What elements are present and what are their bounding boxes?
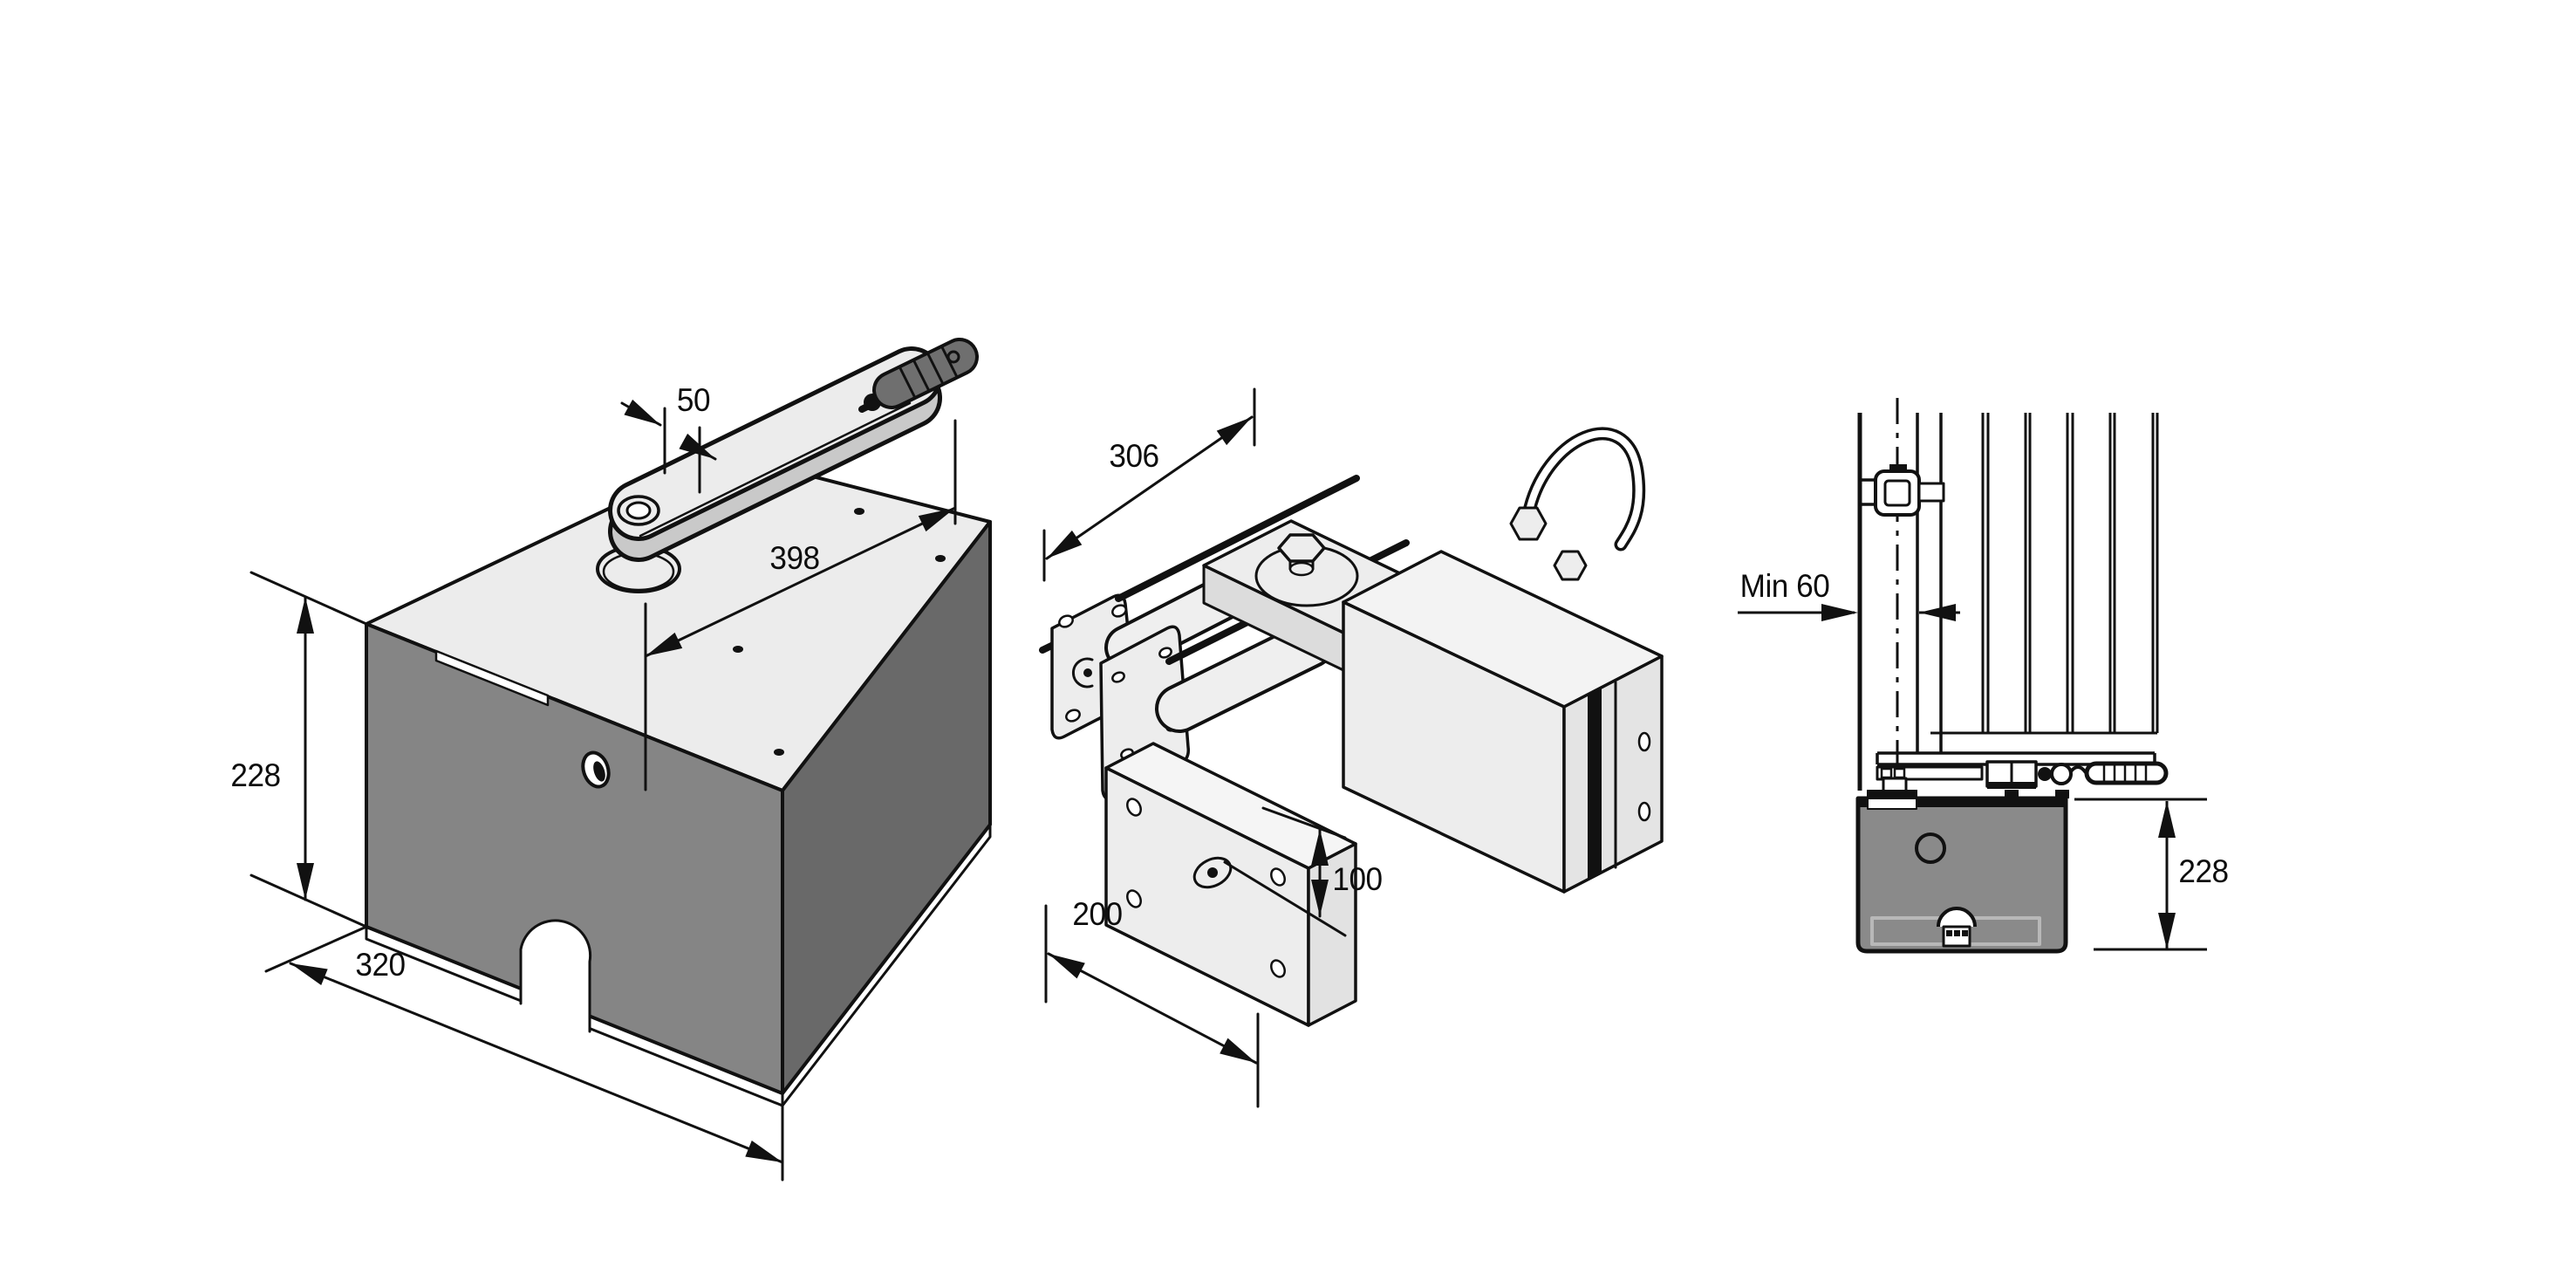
cap-bolt-hole — [1111, 671, 1125, 683]
cap-clip-detail — [1072, 657, 1094, 689]
lever-pivot-ring — [2050, 763, 2073, 785]
box-cable-hole-shadow — [593, 761, 605, 782]
cable-gland-nut — [1553, 550, 1588, 581]
box-front-slit — [434, 649, 550, 707]
screw-dot — [935, 555, 946, 562]
mount-center-pin — [1207, 867, 1218, 878]
dim-label-arm-width: 50 — [676, 382, 711, 418]
motor-band — [1588, 689, 1602, 880]
cable-outline — [1521, 427, 1646, 552]
release-handle-hole — [946, 350, 960, 364]
installation-dimension-arrows — [1821, 604, 2176, 949]
lever-pivot-pin — [2038, 767, 2052, 781]
cap-pin — [1083, 668, 1092, 677]
mount-hole — [1126, 798, 1142, 817]
foundation-box-dimension-arrows — [290, 399, 955, 1162]
dim-label-top-diagonal: 398 — [769, 540, 820, 576]
cap-bolt-hole — [1065, 709, 1081, 723]
box-bottom-notch — [519, 919, 592, 1033]
dim-label-min-clearance: Min 60 — [1739, 568, 1830, 604]
drain-grill — [1946, 930, 1952, 936]
screw-dot — [774, 749, 784, 756]
drive-unit-dimension-arrows — [1047, 417, 1329, 1063]
box-top-stud — [2005, 790, 2019, 798]
release-lever-serrations — [2102, 765, 2148, 781]
dim-label-pivot-height: 100 — [1332, 861, 1383, 897]
mount-hole — [1126, 889, 1142, 908]
drain-dome — [1937, 907, 1977, 928]
mount-hole — [1270, 959, 1286, 978]
drain-grill — [1962, 930, 1968, 936]
motor-bolt-hole — [1637, 801, 1651, 822]
motor-bolt-hole — [1637, 731, 1651, 752]
tie-rod-upper — [1115, 475, 1360, 602]
figure-installation-view — [1738, 398, 2207, 954]
hinge-bolt — [1917, 482, 1945, 503]
drain-grill — [1954, 930, 1960, 936]
bracket-bolt — [1880, 767, 1893, 779]
buried-box-hole — [1915, 832, 1946, 864]
cap-bolt-hole — [1111, 604, 1127, 618]
dim-label-unit-depth: 200 — [1072, 896, 1123, 932]
figure-drive-unit — [1039, 387, 1664, 1108]
cable-gland-nut — [1509, 506, 1548, 541]
gate-bars — [1981, 413, 2159, 733]
screw-dot — [733, 646, 743, 653]
output-shaft-base — [1288, 561, 1315, 577]
arm-seam-line — [639, 401, 912, 538]
hinge-pin-block — [1883, 479, 1911, 507]
lock-block-base — [1987, 782, 2036, 789]
dim-label-box-height: 228 — [230, 757, 281, 793]
dim-label-install-height: 228 — [2178, 853, 2229, 889]
screw-dot — [854, 508, 864, 515]
cap-bolt-hole — [1158, 647, 1172, 659]
buried-foundation-box — [1855, 796, 2068, 954]
cylinder-sleeve — [1158, 623, 1331, 730]
release-handle-serrations — [899, 345, 958, 399]
cable — [1525, 430, 1643, 548]
bracket-bolt — [1893, 767, 1906, 779]
buried-box-flange-slot — [1867, 798, 1917, 810]
hinge-cap — [1889, 464, 1907, 473]
mount-hole — [1270, 867, 1286, 887]
dim-label-front-width: 320 — [355, 947, 406, 983]
cap-bolt-hole — [1058, 614, 1074, 628]
box-top-stud — [2055, 790, 2069, 798]
hex-bolt — [1277, 533, 1326, 563]
gate-stile — [1916, 413, 1943, 753]
dim-label-unit-length: 306 — [1109, 438, 1159, 474]
arm-boss-hole — [625, 501, 652, 520]
figure-foundation-box — [249, 338, 992, 1182]
